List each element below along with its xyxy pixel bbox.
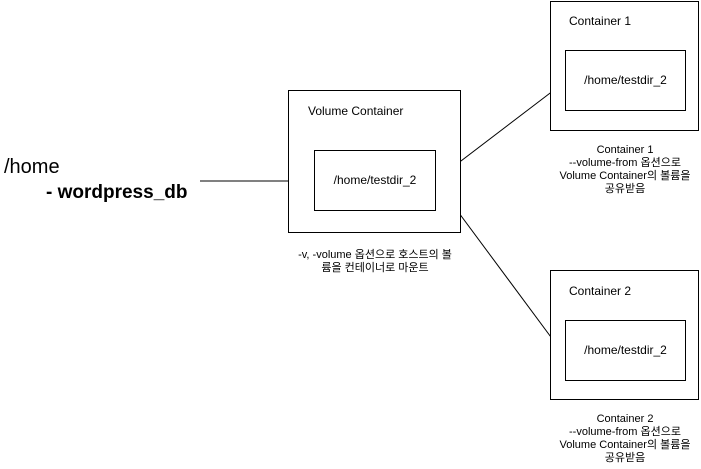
container2-mount — [565, 320, 686, 381]
host-child-path: - wordpress_db — [46, 182, 188, 203]
container1-caption-2: --volume-from 옵션으로 — [569, 157, 681, 169]
container2-caption-1: Container 2 — [596, 413, 654, 425]
container1-title: Container 1 — [569, 14, 632, 28]
volume-container-mount — [314, 150, 436, 211]
container2-caption-2: --volume-from 옵션으로 — [569, 426, 681, 438]
container1-mount-path: /home/testdir_2 — [584, 73, 667, 87]
container1-caption-3: Volume Container의 볼륨을 — [559, 170, 691, 182]
container2-caption-4: 공유받음 — [604, 452, 646, 464]
container1-mount — [565, 50, 686, 111]
container2-caption-3: Volume Container의 볼륨을 — [559, 439, 691, 451]
volume-container-title: Volume Container — [308, 104, 404, 118]
host-path: /home — [4, 156, 60, 178]
volume-container-caption-1: -v, -volume 옵션으로 호스트의 볼 — [298, 249, 452, 261]
container1-caption-4: 공유받음 — [604, 183, 646, 195]
volume-container-mount-path: /home/testdir_2 — [333, 173, 417, 187]
container2-title: Container 2 — [569, 284, 632, 298]
container1-caption-1: Container 1 — [596, 144, 654, 156]
container2-mount-path: /home/testdir_2 — [584, 343, 667, 357]
volume-container-caption-2: 륨을 컨테이너로 마운트 — [321, 262, 429, 274]
